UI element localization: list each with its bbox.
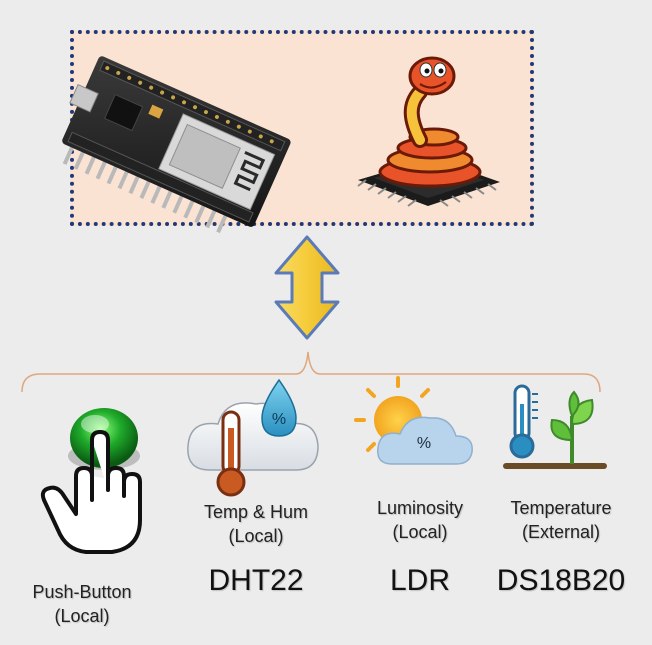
sensor-desc-line2: (Local) <box>228 526 284 546</box>
sensor-desc-dht22: Temp & Hum (Local) <box>186 500 326 548</box>
push-button-icon <box>40 408 142 554</box>
plant-thermometer-icon <box>503 384 607 469</box>
sensor-bracket <box>21 351 601 393</box>
sensor-model-ldr: LDR <box>389 564 450 597</box>
sensor-desc-line1: Push-Button <box>32 582 132 602</box>
double-arrow-icon <box>274 235 340 340</box>
sensor-desc-line1: Luminosity <box>376 498 464 518</box>
sensor-desc-line1: Temp & Hum <box>203 502 309 522</box>
sensor-desc-ds18b20: Temperature (External) <box>486 496 636 544</box>
sensor-desc-line1: Temperature <box>510 498 612 518</box>
nodemcu-board-icon <box>62 56 291 234</box>
micropython-snake-icon <box>357 56 500 207</box>
luminosity-icon: % <box>354 376 473 465</box>
sensor-desc-line2: (Local) <box>54 606 110 626</box>
sensor-desc-pushbutton: Push-Button (Local) <box>14 580 150 628</box>
temp-humidity-icon: % <box>187 378 319 497</box>
sensor-desc-line2: (External) <box>521 522 601 542</box>
sensor-desc-ldr: Luminosity (Local) <box>350 496 490 544</box>
sensor-model-dht22: DHT22 <box>208 564 304 597</box>
svg-text:%: % <box>417 435 431 452</box>
sensor-desc-line2: (Local) <box>392 522 448 542</box>
sensor-model-ds18b20: DS18B20 <box>496 564 626 597</box>
svg-text:%: % <box>272 411 286 428</box>
